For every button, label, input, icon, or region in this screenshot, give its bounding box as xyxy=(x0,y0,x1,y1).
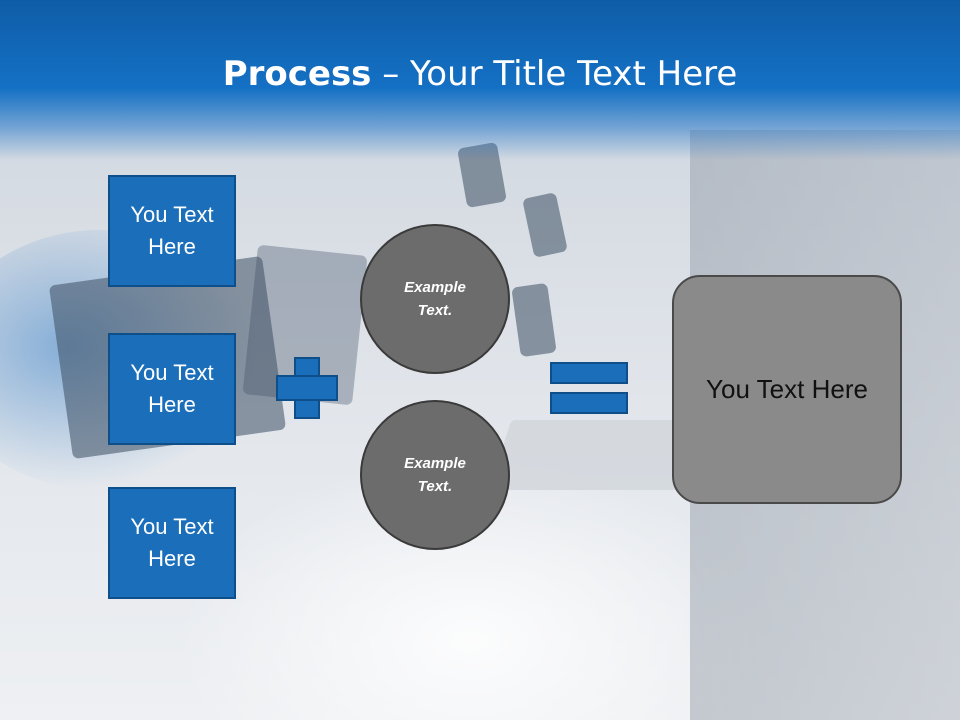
example-circle-2: Example Text. xyxy=(360,400,510,550)
title-bar xyxy=(0,0,960,160)
input-box-3: You Text Here xyxy=(108,487,236,599)
background-tile xyxy=(511,282,557,358)
input-box-2: You Text Here xyxy=(108,333,236,445)
title-bold: Process xyxy=(222,54,372,94)
slide-title: Process – Your Title Text Here xyxy=(0,52,960,96)
circle-label: Example Text. xyxy=(404,279,466,319)
input-box-1: You Text Here xyxy=(108,175,236,287)
plus-sign-horizontal xyxy=(276,375,338,401)
equals-sign-bottom xyxy=(550,392,628,414)
circle-label: Example Text. xyxy=(404,455,466,495)
background-tile xyxy=(522,192,568,258)
title-rest: – Your Title Text Here xyxy=(371,54,738,94)
result-box: You Text Here xyxy=(672,275,902,504)
equals-sign-top xyxy=(550,362,628,384)
example-circle-1: Example Text. xyxy=(360,224,510,374)
